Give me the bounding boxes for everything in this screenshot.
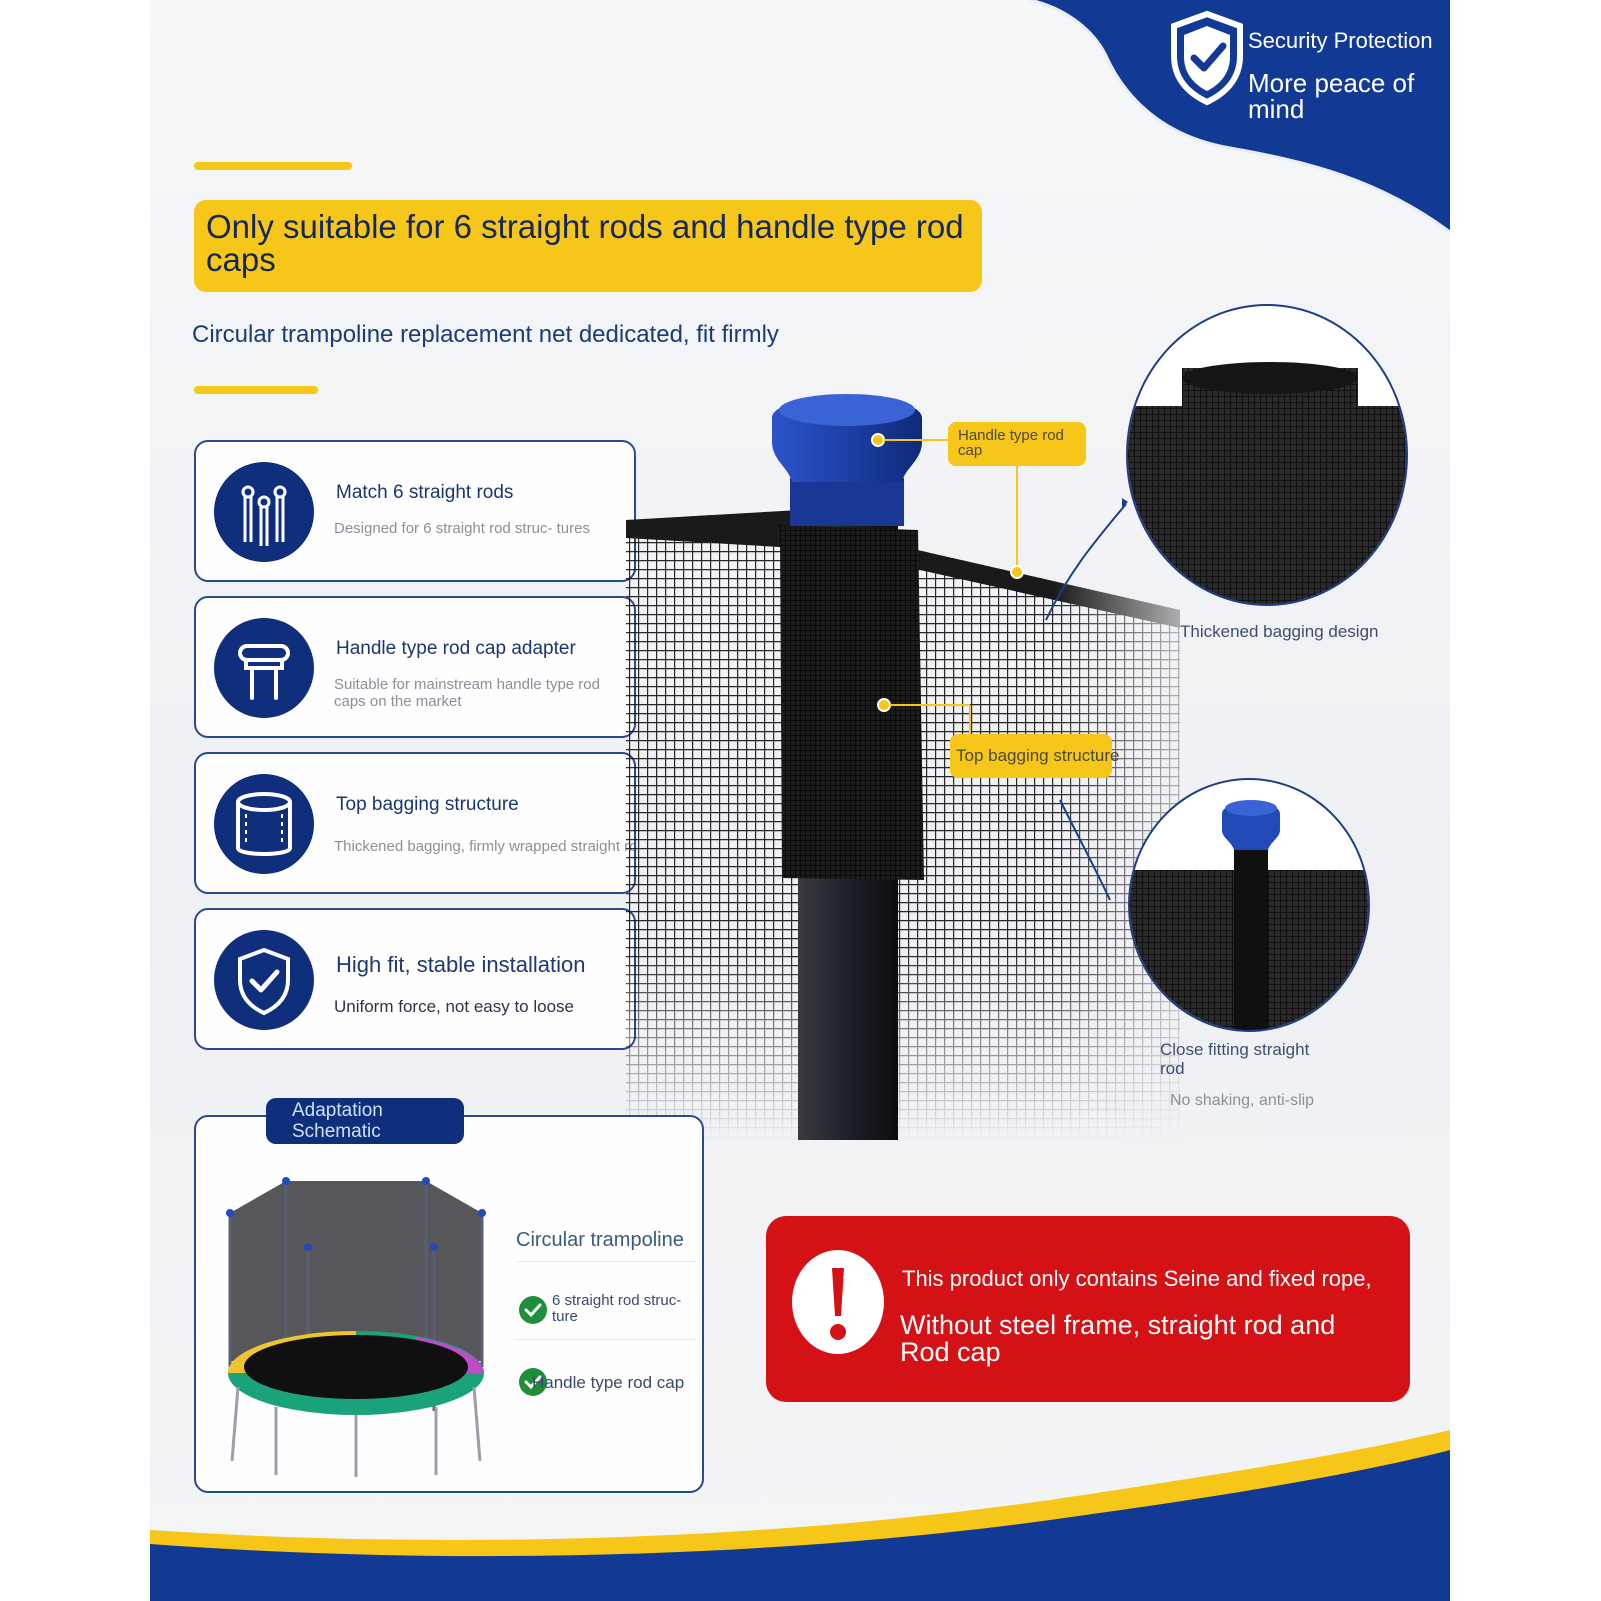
badge-title: Security Protection <box>1248 28 1433 53</box>
feature-title: Handle type rod cap adapter <box>336 638 576 659</box>
check-circle-icon <box>519 1296 547 1324</box>
feature-description: Suitable for mainstream handle type rod … <box>334 676 600 710</box>
exclamation-mark <box>830 1268 846 1340</box>
shield-check-icon <box>1171 10 1243 106</box>
shield-check-icon <box>238 947 290 1016</box>
callout-top-bagging: Top bagging structure <box>950 734 1120 778</box>
adaptation-schematic-box: Circular trampoline 6 straight rod struc… <box>194 1115 704 1493</box>
feature-icon-circle <box>214 618 314 718</box>
accent-line-top <box>194 162 352 170</box>
exclamation-icon <box>792 1250 884 1354</box>
feature-description: Uniform force, not easy to loose <box>334 997 575 1016</box>
feature-icon-circle <box>214 774 314 874</box>
top-right-swoosh <box>1029 0 1450 234</box>
feature-icon-circle <box>214 462 314 562</box>
bagging-icon <box>236 792 292 856</box>
bagging-detail-photo <box>1128 362 1406 604</box>
detail-caption-anti-slip: No shaking, anti-slip <box>1170 1092 1315 1109</box>
warning-line-2: Without steel frame, straight rod and Ro… <box>900 1310 1336 1367</box>
callout-rod-cap: Handle type rod cap <box>948 422 1086 466</box>
schematic-product-name: Circular trampoline <box>516 1229 684 1251</box>
subheadline: Circular trampoline replacement net dedi… <box>192 321 779 348</box>
feature-card-straight-rods: Match 6 straight rods Designed for 6 str… <box>194 440 636 582</box>
schematic-check-cap: Handle type rod cap <box>532 1373 685 1392</box>
net-photo <box>626 394 1180 1140</box>
schematic-check-rods: 6 straight rod struc- ture <box>552 1292 682 1325</box>
feature-card-rod-cap: Handle type rod cap adapter Suitable for… <box>194 596 636 738</box>
product-poster: Security Protection More peace of mind O… <box>150 0 1450 1601</box>
detail-close-fitting-rod <box>1128 778 1370 1032</box>
feature-title: Top bagging structure <box>336 794 519 815</box>
feature-title: High fit, stable installation <box>336 952 586 977</box>
feature-title: Match 6 straight rods <box>336 482 514 503</box>
feature-card-stable-installation: High fit, stable installation Uniform fo… <box>194 908 636 1050</box>
check-circle-icon <box>519 1368 547 1396</box>
bottom-wave <box>150 1430 1450 1601</box>
badge-subtitle: More peace of mind <box>1248 68 1415 124</box>
feature-icon-circle <box>214 930 314 1030</box>
detail-thickened-bagging <box>1126 304 1408 606</box>
feature-description: Designed for 6 straight rod struc- tures <box>334 520 590 537</box>
accent-line-bottom <box>194 386 318 394</box>
rod-detail-photo <box>1130 800 1368 1030</box>
divider <box>516 1261 696 1262</box>
schematic-tag: Adaptation Schematic <box>266 1098 464 1144</box>
detail-caption-close-fit: Close fitting straight rod <box>1160 1040 1310 1078</box>
feature-card-top-bagging: Top bagging structure Thickened bagging,… <box>194 752 636 894</box>
headline: Only suitable for 6 straight rods and ha… <box>194 200 982 292</box>
warning-line-1: This product only contains Seine and fix… <box>902 1266 1372 1291</box>
divider <box>516 1339 696 1340</box>
trampoline-illustration <box>226 1177 486 1477</box>
detail-caption-thickened: Thickened bagging design <box>1180 622 1379 641</box>
rod-cap-icon <box>238 644 290 700</box>
straight-rods-icon <box>241 485 287 546</box>
feature-description: Thickened bagging, firmly wrapped straig… <box>334 838 636 855</box>
warning-banner: This product only contains Seine and fix… <box>766 1216 1410 1402</box>
connector-lines <box>1045 498 1128 901</box>
